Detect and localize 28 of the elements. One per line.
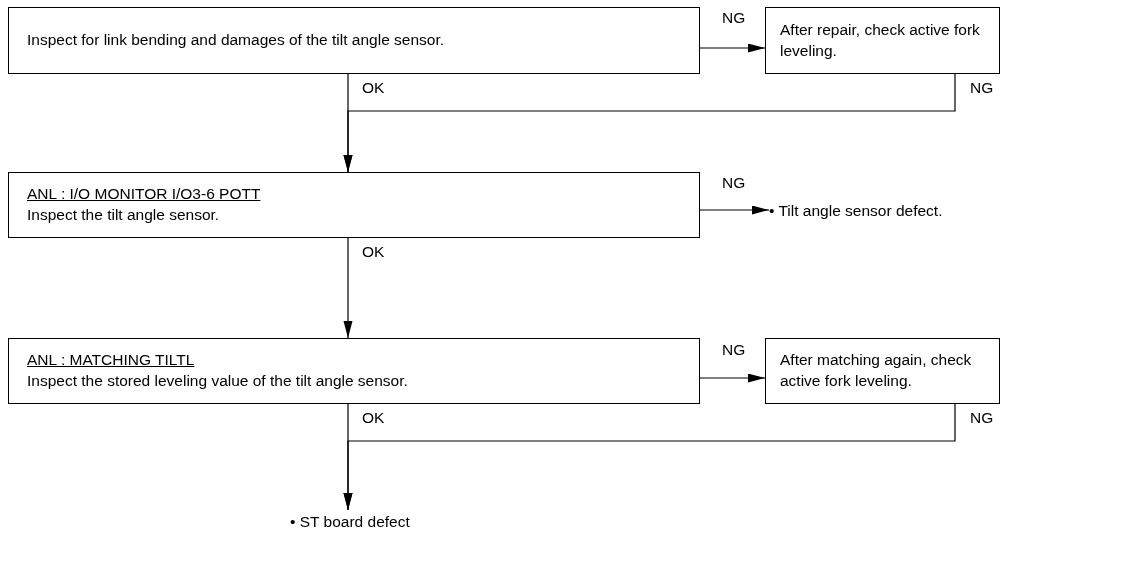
edge-label: OK bbox=[362, 80, 385, 96]
instruction-text: Inspect for link bending and damages of the tilt angle sensor. bbox=[27, 30, 446, 51]
edge-label: NG bbox=[970, 80, 994, 96]
arrow bbox=[699, 43, 766, 53]
edge-label: NG bbox=[722, 175, 746, 191]
result-text bbox=[8, 338, 700, 404]
instruction-text: Inspect the stored leveling value of the tilt angle sensor. bbox=[27, 371, 409, 391]
edge-label: NG bbox=[970, 410, 994, 426]
edge-label: NG bbox=[722, 342, 746, 358]
instruction-text: Inspect the tilt angle sensor. bbox=[27, 205, 221, 225]
result-text: • ST board defect bbox=[290, 511, 411, 532]
command-heading: ANL : MATCHING TILTL bbox=[27, 350, 195, 371]
result-text: • Tilt angle sensor defect. bbox=[769, 200, 944, 221]
edge-label: OK bbox=[362, 244, 385, 260]
arrow bbox=[699, 373, 766, 383]
arrow bbox=[343, 403, 956, 511]
edge-label: OK bbox=[362, 410, 385, 426]
arrow bbox=[343, 73, 956, 173]
process-box bbox=[765, 7, 1000, 74]
instruction-text: After repair, check active fork leveling. bbox=[780, 19, 981, 61]
process-box bbox=[765, 338, 1000, 404]
process-box bbox=[8, 172, 700, 238]
command-heading: ANL : I/O MONITOR I/O3-6 POTT bbox=[27, 184, 261, 205]
arrow bbox=[699, 205, 770, 215]
process-box bbox=[8, 7, 700, 74]
instruction-text: After matching again, check active fork leveling. bbox=[780, 350, 973, 391]
edge-label: NG bbox=[722, 10, 746, 26]
arrow bbox=[343, 237, 353, 339]
